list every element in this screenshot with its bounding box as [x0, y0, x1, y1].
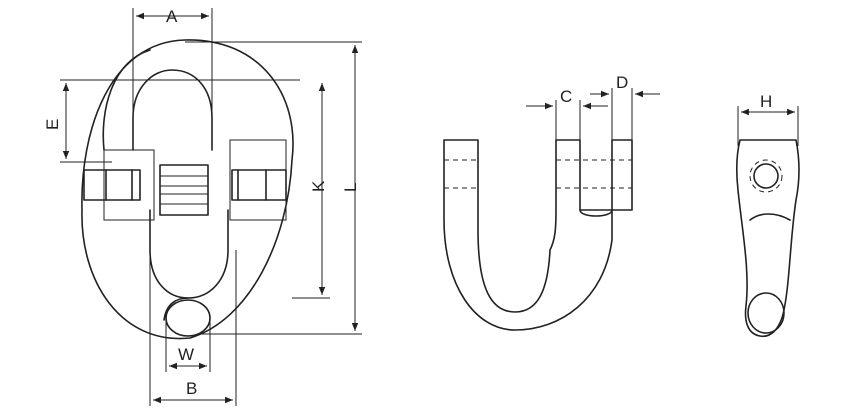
- lower-bow-opening: [149, 209, 229, 299]
- front-view: [81, 39, 294, 340]
- label-C: C: [560, 87, 572, 106]
- label-B: B: [186, 379, 197, 398]
- dimension-L: L: [185, 41, 362, 335]
- dimension-D: D: [590, 73, 660, 140]
- label-H: H: [760, 92, 772, 111]
- label-A: A: [166, 7, 178, 26]
- label-L: L: [341, 183, 360, 192]
- bottom-pin-section: [165, 299, 211, 337]
- pin-right: [231, 169, 287, 201]
- upper-bow-left-edge: [102, 49, 151, 151]
- side-view: [443, 139, 633, 331]
- edge-outline: [735, 139, 800, 338]
- pin-center: [159, 164, 209, 216]
- pin-left: [83, 169, 141, 201]
- dimension-W: W: [165, 320, 211, 372]
- link-outer-outline: [81, 39, 294, 340]
- upper-bow-opening: [132, 69, 213, 151]
- edge-view: [735, 139, 800, 338]
- dimension-E: E: [43, 79, 300, 163]
- label-W: W: [178, 345, 194, 364]
- half-link-outline: [443, 139, 633, 331]
- pin-hole: [749, 159, 783, 193]
- label-E: E: [43, 119, 62, 130]
- dimension-A: A: [132, 7, 213, 118]
- label-K: K: [309, 180, 328, 192]
- dimension-H: H: [737, 92, 799, 146]
- edge-section: [747, 292, 785, 334]
- section-left: [103, 149, 155, 221]
- label-D: D: [616, 73, 628, 92]
- dimension-K: K: [292, 83, 330, 299]
- dimension-B: B: [149, 250, 237, 406]
- dimension-C: C: [526, 87, 608, 142]
